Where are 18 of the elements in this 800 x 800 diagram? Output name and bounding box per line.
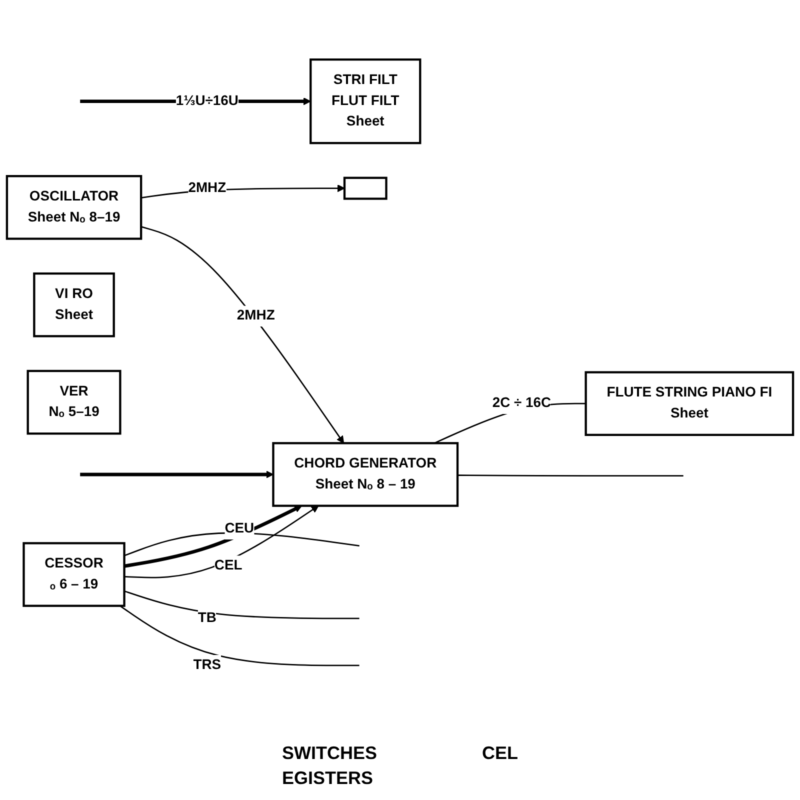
edge-label: 2MHZ <box>236 306 275 327</box>
arrow <box>140 226 344 444</box>
block-box: FLUTE STRING PIANO FI Sheet <box>584 371 794 436</box>
block-box: CESSOR ₒ 6 – 19 <box>22 542 126 607</box>
arrow <box>124 505 302 568</box>
block-box: VI RO Sheet <box>33 272 115 338</box>
connector-line <box>124 590 360 620</box>
label-text: SWITCHES EGISTERS <box>282 742 378 790</box>
connector-line <box>458 474 684 476</box>
label-text: CEL <box>482 742 518 766</box>
block-box: VER Nₒ 5–19 <box>26 370 122 435</box>
arrow <box>124 505 319 578</box>
block-box: CHORD GENERATOR Sheet Nₒ 8 – 19 <box>272 442 459 507</box>
connector-line <box>119 605 360 666</box>
block-box: OSCILLATOR Sheet Nₒ 8–19 <box>6 175 142 240</box>
block-box: STRI FILT FLUT FILT Sheet <box>310 58 422 144</box>
block-box <box>343 176 388 200</box>
arrow <box>80 470 274 478</box>
